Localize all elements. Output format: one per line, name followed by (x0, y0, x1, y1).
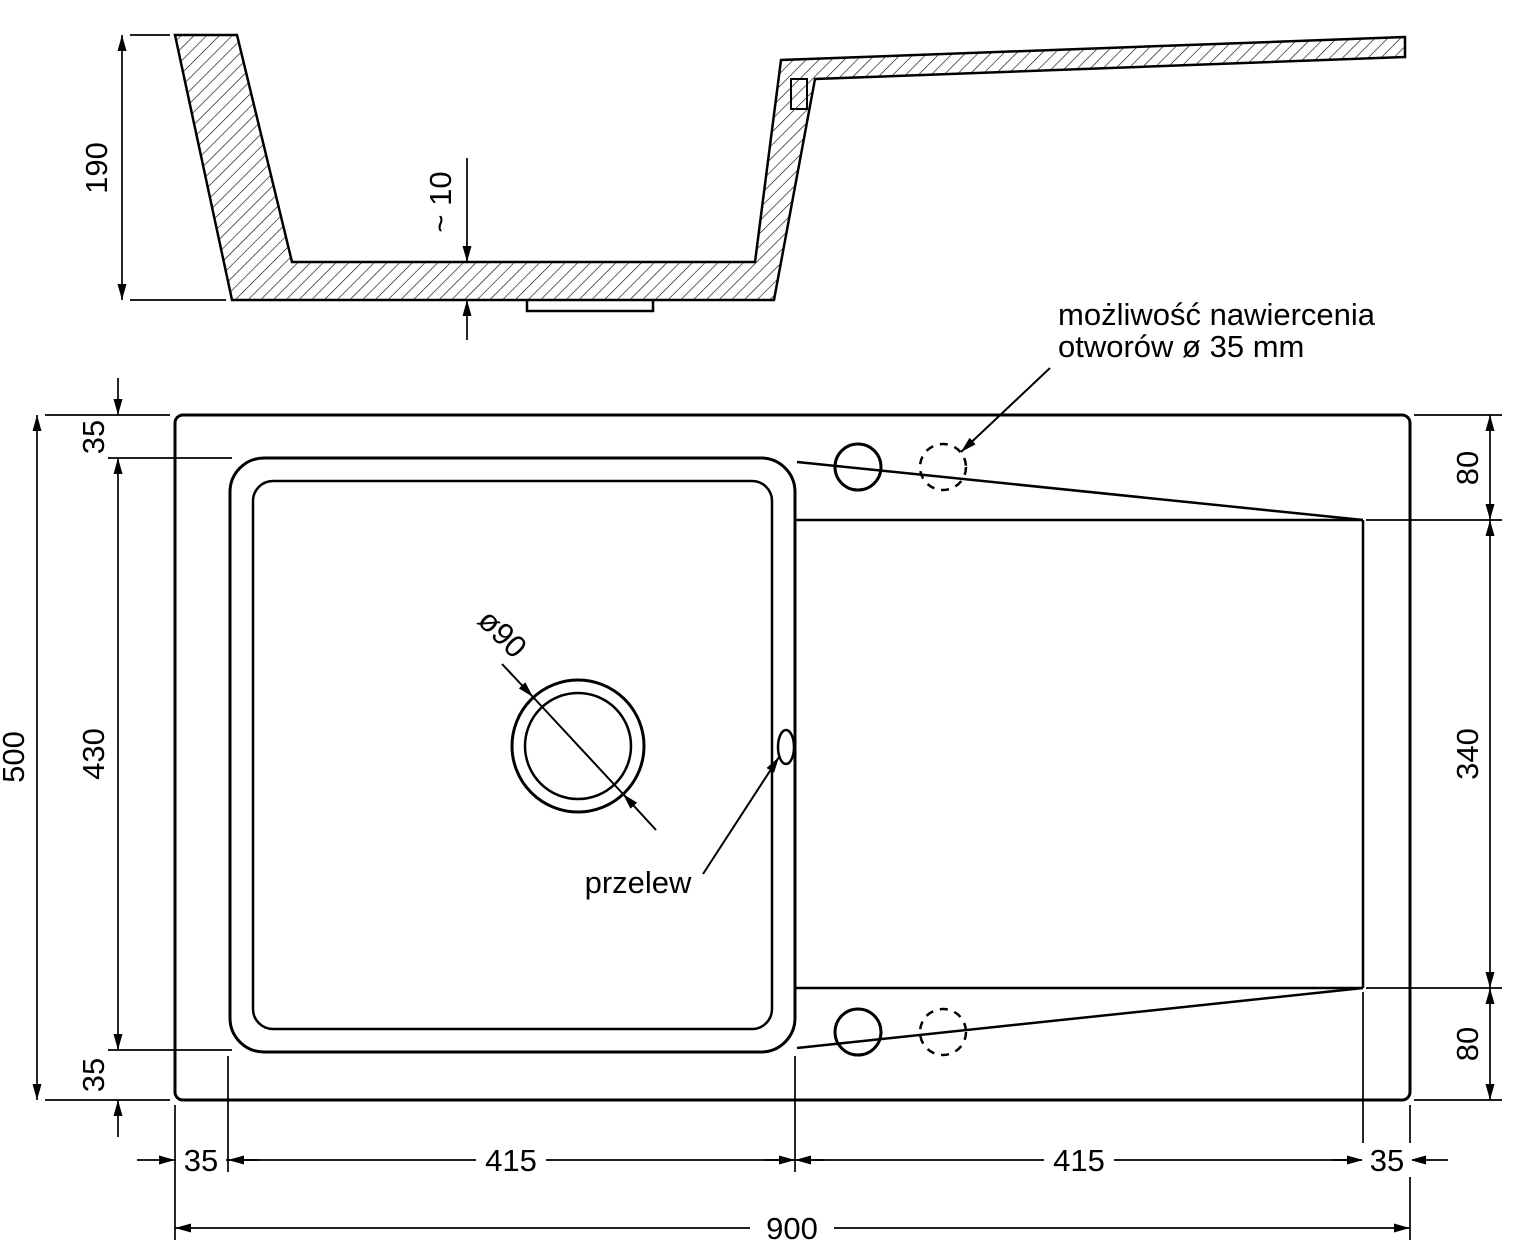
dim-drainer-width-label: 415 (1053, 1143, 1105, 1178)
dim-right-bottom-label: 80 (1450, 1027, 1485, 1061)
overflow-label: przelew (585, 865, 692, 900)
drill-note: możliwość nawiercenia otworów ø 35 mm (960, 297, 1376, 453)
drill-note-line2: otworów ø 35 mm (1058, 329, 1304, 364)
dim-left-column: 35 430 35 (76, 378, 232, 1137)
overflow-slot (776, 728, 796, 766)
dim-basin-width-label: 415 (485, 1143, 537, 1178)
dim-depth-label: 190 (79, 142, 114, 194)
plan-view: ø90 przelew możliwość nawiercenia otworó… (0, 297, 1502, 1246)
drain-inner-circle (523, 691, 633, 801)
faucet-hole-top (833, 442, 883, 492)
dim-bottom-inset-label: 35 (76, 1058, 111, 1092)
drill-note-line1: możliwość nawiercenia (1058, 297, 1376, 332)
basin-rim-outer (228, 456, 797, 1054)
dim-right-top-label: 80 (1450, 451, 1485, 485)
dim-height-label: 500 (0, 731, 31, 783)
basin-rim-inner (251, 479, 774, 1031)
faucet-hole-top-optional (918, 442, 968, 492)
dim-bottom-row: 35 415 415 35 (137, 992, 1448, 1240)
dim-right-middle-label: 340 (1450, 728, 1485, 780)
sink-section-profile (173, 33, 1407, 302)
dim-right-column: 80 340 80 (1366, 414, 1502, 1101)
dim-left-margin-label: 35 (184, 1143, 218, 1178)
dim-basin-height-label: 430 (76, 728, 111, 780)
faucet-hole-bottom (833, 1007, 883, 1057)
overflow: przelew (585, 728, 796, 900)
dim-height: 500 (0, 414, 170, 1101)
dim-total-width-label: 900 (766, 1211, 818, 1246)
mounting-clip-right (790, 78, 808, 110)
faucet-holes (833, 442, 968, 1057)
drain-diameter-label: ø90 (471, 602, 534, 665)
dim-top-inset-label: 35 (76, 420, 111, 454)
section-view: 190 ~ 10 (79, 33, 1407, 340)
dim-total-width: 900 (175, 1211, 1410, 1246)
sink-outline (173, 413, 1412, 1102)
drainer-board (795, 460, 1365, 1050)
drain-outer-circle (510, 678, 646, 814)
mounting-clip-bottom (525, 300, 655, 313)
dim-bottom-thickness: ~ 10 (423, 158, 472, 340)
dim-bottom-thickness-label: ~ 10 (423, 171, 458, 232)
dim-depth: 190 (79, 34, 226, 301)
faucet-hole-bottom-optional (918, 1007, 968, 1057)
drain-hole: ø90 (471, 602, 657, 831)
dim-right-margin-label: 35 (1370, 1143, 1404, 1178)
